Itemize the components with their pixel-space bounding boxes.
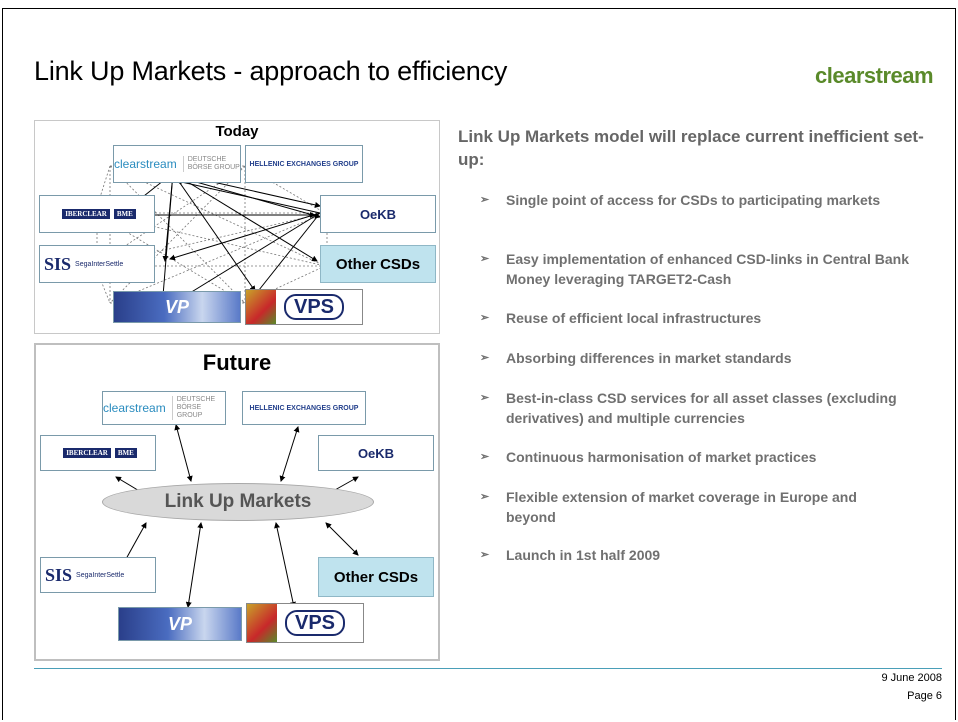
slide-date: 9 June 2008 <box>881 672 942 684</box>
oekb-logo-text: OeKB <box>357 445 395 461</box>
future-diagram: Future clearstream DEUTSCHE BÖRSE GROUP … <box>34 343 440 661</box>
iberclear-box: IBERCLEAR BME <box>39 195 155 233</box>
vp-logo-text: VP <box>164 296 189 317</box>
vp-box: VP <box>113 291 241 323</box>
other-csds-label: Other CSDs <box>333 568 419 586</box>
future-title: Future <box>202 350 272 375</box>
vps-chart-icon <box>246 290 276 324</box>
today-title: Today <box>215 123 259 140</box>
bullet-arrow-icon: ➢ <box>480 491 490 503</box>
vp-box: VP <box>118 607 242 641</box>
today-diagram: Today clearstream DEUTSCHE BÖRSE GROUP H… <box>34 120 440 334</box>
hellenic-box: HELLENIC EXCHANGES GROUP <box>245 145 363 183</box>
iberclear-box: IBERCLEAR BME <box>40 435 156 471</box>
bullet-arrow-icon: ➢ <box>480 392 490 404</box>
content-heading: Link Up Markets model will replace curre… <box>458 127 924 169</box>
sis-logo-sub: SegaInterSettle <box>75 260 124 268</box>
list-item: ➢ Continuous harmonisation of market pra… <box>480 449 817 465</box>
other-csds-box: Other CSDs <box>318 557 434 597</box>
clearstream-box: clearstream DEUTSCHE BÖRSE GROUP <box>113 145 241 183</box>
slide-frame <box>2 8 956 720</box>
oekb-logo-text: OeKB <box>359 206 397 222</box>
oekb-box: OeKB <box>318 435 434 471</box>
page-number: Page 6 <box>907 690 942 702</box>
iberclear-logo-text: IBERCLEAR <box>63 448 111 458</box>
bme-logo: BME <box>113 209 136 219</box>
sis-logo-text: SIS <box>45 564 73 585</box>
bullet-arrow-icon: ➢ <box>480 312 490 324</box>
hellenic-logo-text: HELLENIC EXCHANGES GROUP <box>249 160 359 168</box>
vp-logo-text: VP <box>167 613 192 634</box>
clearstream-logo-sub: DEUTSCHE BÖRSE GROUP <box>182 156 240 172</box>
bullet-arrow-icon: ➢ <box>480 194 490 206</box>
list-item: ➢ Absorbing differences in market standa… <box>480 350 792 366</box>
vps-logo-text: VPS <box>285 610 346 636</box>
list-item: ➢ Launch in 1st half 2009 <box>480 547 661 563</box>
oekb-box: OeKB <box>320 195 436 233</box>
bme-logo: BME <box>114 448 137 458</box>
vps-chart-icon <box>247 604 277 642</box>
vps-box: VPS <box>246 603 364 643</box>
list-item: ➢ Best-in-class CSD services for all ass… <box>480 390 897 426</box>
hellenic-logo-text: HELLENIC EXCHANGES GROUP <box>249 404 359 412</box>
footer-rule <box>34 668 942 669</box>
sis-logo-text: SIS <box>44 253 72 274</box>
bullet-arrow-icon: ➢ <box>480 352 490 364</box>
clearstream-logo-sub: DEUTSCHE BÖRSE GROUP <box>171 396 225 420</box>
clearstream-logo-text: clearstream <box>103 401 166 415</box>
other-csds-box: Other CSDs <box>320 245 436 283</box>
sis-box: SIS SegaInterSettle <box>40 557 156 593</box>
sis-box: SIS SegaInterSettle <box>39 245 155 283</box>
link-up-markets-hub: Link Up Markets <box>102 483 374 521</box>
other-csds-label: Other CSDs <box>335 255 421 273</box>
bullet-arrow-icon: ➢ <box>480 549 490 561</box>
bullet-arrow-icon: ➢ <box>480 253 490 265</box>
slide-title: Link Up Markets - approach to efficiency <box>34 56 508 86</box>
list-item: ➢ Easy implementation of enhanced CSD-li… <box>480 251 909 287</box>
hellenic-box: HELLENIC EXCHANGES GROUP <box>242 391 366 425</box>
list-item: ➢ Reuse of efficient local infrastructur… <box>480 310 762 326</box>
clearstream-logo-text: clearstream <box>114 157 177 171</box>
clearstream-logo: clearstream <box>815 63 934 88</box>
list-item: ➢ Flexible extension of market coverage … <box>480 489 857 525</box>
sis-logo-sub: SegaInterSettle <box>76 571 125 579</box>
vps-box: VPS <box>245 289 363 325</box>
clearstream-box: clearstream DEUTSCHE BÖRSE GROUP <box>102 391 226 425</box>
iberclear-logo-text: IBERCLEAR <box>62 209 110 219</box>
vps-logo-text: VPS <box>284 294 345 320</box>
bullet-arrow-icon: ➢ <box>480 451 490 463</box>
list-item: ➢ Single point of access for CSDs to par… <box>480 192 881 208</box>
